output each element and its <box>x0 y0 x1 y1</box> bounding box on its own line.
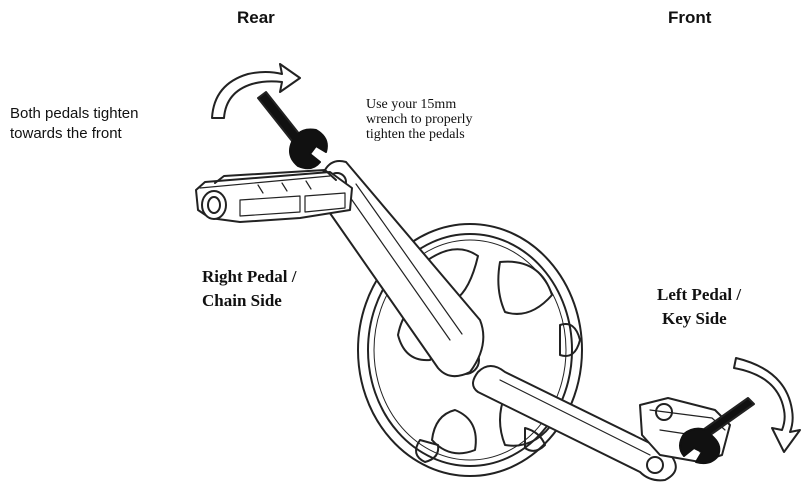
rear-curved-arrow-icon <box>211 63 301 119</box>
left-pedal-label-line-1: Left Pedal / <box>657 285 742 304</box>
front-curved-arrow-icon <box>733 357 801 453</box>
right-crank-arm <box>315 160 485 378</box>
wrench-instruction-note: Use your 15mm wrench to properly tighten… <box>366 97 473 142</box>
left-pedal-label: Left Pedal / Key Side <box>657 283 741 331</box>
right-pedal-label-line-1: Right Pedal / <box>202 267 297 286</box>
right-pedal <box>195 169 353 223</box>
rear-label: Rear <box>237 8 275 27</box>
wrench-instruction-line-2: wrench to properly <box>366 112 473 127</box>
left-pedal-label-line-2: Key Side <box>662 309 727 328</box>
wrench-instruction-line-1: Use your 15mm <box>366 97 457 112</box>
rear-wrench-icon <box>257 91 328 170</box>
right-pedal-label: Right Pedal / Chain Side <box>202 265 296 313</box>
both-pedals-note-line-2: towards the front <box>10 125 122 142</box>
both-pedals-note-line-1: Both pedals tighten <box>10 105 139 122</box>
left-crank-arm <box>472 365 677 482</box>
right-pedal-label-line-2: Chain Side <box>202 291 282 310</box>
front-wrench-icon <box>679 397 755 465</box>
front-label: Front <box>668 8 712 27</box>
wrench-instruction-line-3: tighten the pedals <box>366 127 465 142</box>
both-pedals-note: Both pedals tighten towards the front <box>10 104 138 144</box>
